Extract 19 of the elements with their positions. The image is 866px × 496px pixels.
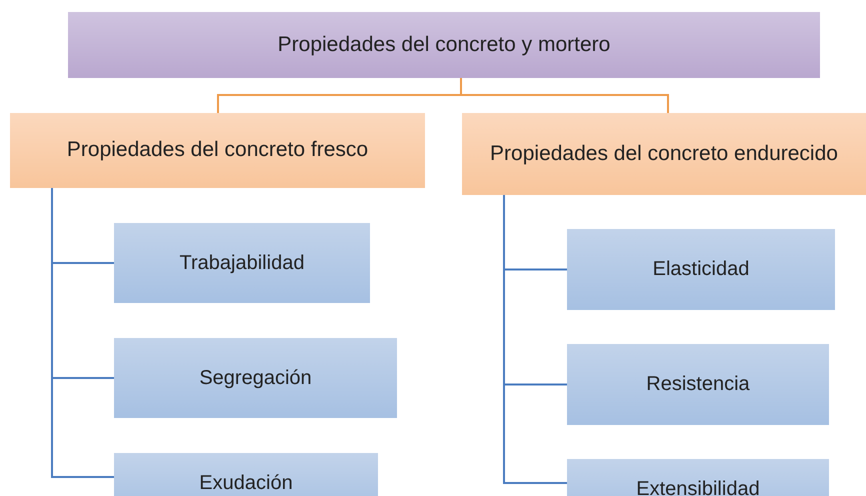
node-box [68,12,820,78]
node-label: Resistencia [646,372,750,397]
node-label: Trabajabilidad [180,250,304,276]
node-box [10,113,425,188]
node-label: Propiedades del concreto endurecido [490,140,838,167]
node-box [462,113,866,195]
node-label: Propiedades del concreto fresco [66,137,368,164]
node-label: Propiedades del concreto y mortero [278,32,610,58]
node-label: Elasticidad [652,257,750,282]
node-box [114,453,378,496]
node-box [114,223,370,303]
node-label: Exudación [199,470,293,496]
node-box [114,338,397,418]
connector-line [503,195,567,484]
node-box [567,229,835,310]
node-label: Segregación [199,366,312,390]
node-box [567,344,829,425]
connector-line [51,188,114,478]
node-label: Extensibilidad [636,476,760,496]
